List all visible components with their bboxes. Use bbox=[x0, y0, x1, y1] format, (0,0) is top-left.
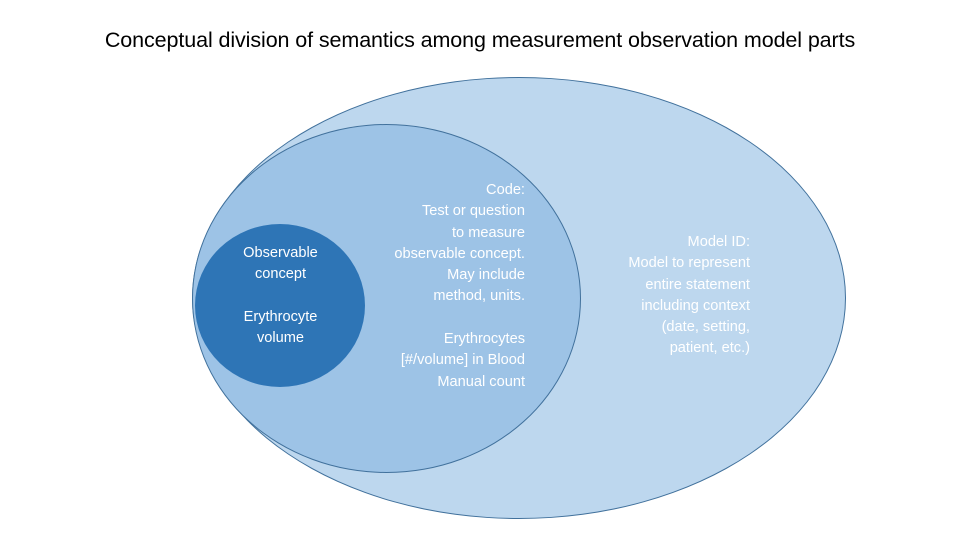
outer-region-line-1: Model to represent bbox=[628, 255, 750, 272]
inner-region-example-line-1: Erythrocyte bbox=[243, 308, 318, 325]
middle-region-example-line-1: Erythrocytes bbox=[443, 331, 525, 348]
outer-region-paragraph: Model ID: Model to represent entire stat… bbox=[569, 232, 750, 360]
outer-region-line-4: (date, setting, bbox=[661, 319, 750, 336]
inner-region-heading-line-2: concept bbox=[254, 266, 307, 283]
middle-region-example-line-2: [#/volume] in Blood bbox=[400, 352, 525, 369]
middle-region-line-3: observable concept. bbox=[394, 245, 525, 262]
page-title: Conceptual division of semantics among m… bbox=[104, 28, 856, 52]
middle-region-line-4: May include bbox=[447, 267, 525, 284]
middle-region-heading: Code: bbox=[486, 182, 525, 198]
outer-region-line-3: including context bbox=[641, 297, 750, 314]
middle-region-label: Code: Test or question to measure observ… bbox=[344, 180, 525, 393]
middle-region-line-1: Test or question bbox=[421, 203, 525, 220]
middle-region-example-paragraph: Erythrocytes [#/volume] in Blood Manual … bbox=[344, 329, 525, 393]
middle-region-line-2: to measure bbox=[451, 224, 525, 241]
inner-region-heading-paragraph: Observable concept bbox=[205, 243, 356, 286]
outer-region-line-5: patient, etc.) bbox=[669, 340, 750, 357]
outer-region-heading: Model ID: bbox=[687, 234, 750, 250]
middle-region-example-line-3: Manual count bbox=[437, 373, 525, 390]
inner-circle-observable-concept[interactable] bbox=[195, 224, 365, 387]
inner-region-label: Observable concept Erythrocyte volume bbox=[205, 243, 356, 349]
outer-region-label: Model ID: Model to represent entire stat… bbox=[569, 232, 750, 360]
inner-region-example-paragraph: Erythrocyte volume bbox=[205, 307, 356, 350]
middle-region-line-5: method, units. bbox=[433, 288, 525, 305]
outer-region-line-2: entire statement bbox=[645, 276, 750, 293]
inner-region-example-line-2: volume bbox=[256, 330, 305, 347]
middle-region-definition-paragraph: Code: Test or question to measure observ… bbox=[344, 180, 525, 308]
inner-region-heading-line-1: Observable bbox=[243, 245, 318, 261]
